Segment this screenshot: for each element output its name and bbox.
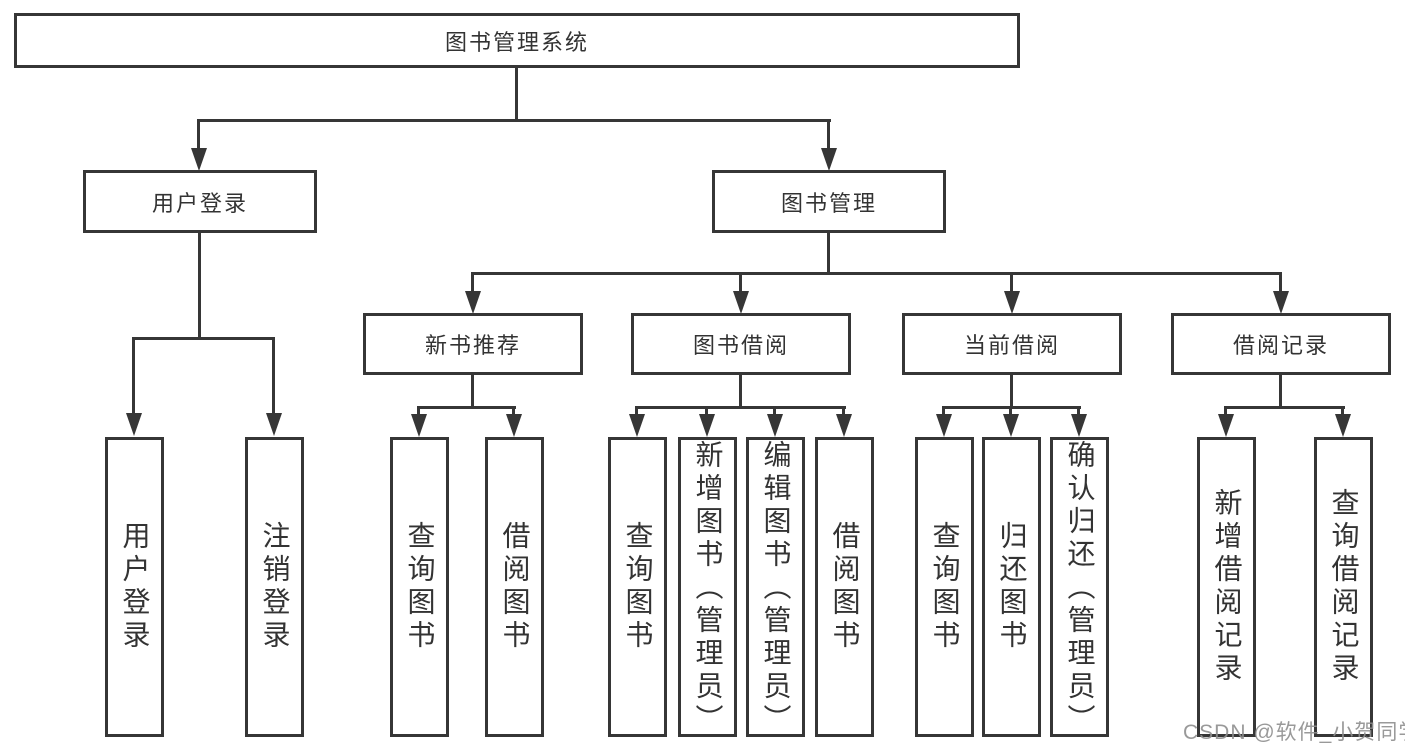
- connector-groupD-shaft-1: [1224, 406, 1227, 416]
- arrowhead-groupD-2: [1335, 414, 1351, 437]
- node-root: 图书管理系统: [14, 13, 1020, 68]
- connector-groupD-rail: [1224, 406, 1345, 409]
- connector-l1-rail: [198, 119, 831, 122]
- arrowhead-leaf-user-login: [126, 413, 142, 436]
- node-user-login: 用户登录: [83, 170, 317, 233]
- arrowhead-user-login: [191, 148, 207, 171]
- connector-user-stub: [198, 233, 201, 337]
- leaf-newbook-query-books-label: 查询图书: [404, 521, 436, 653]
- leaf-add-borrow-record: 新增借阅记录: [1197, 437, 1256, 737]
- leaf-confirm-return-admin-label: 确认归还（管理员）: [1064, 440, 1096, 737]
- connector-l3-shaft-4: [1279, 272, 1282, 291]
- leaf-borrow-query-books-label: 查询图书: [622, 521, 654, 653]
- csdn-watermark: CSDN @软件_小贺同学: [1183, 721, 1405, 744]
- connector-root-stub: [515, 68, 518, 119]
- connector-groupB-stub: [739, 375, 742, 406]
- leaf-borrow-books-label: 借阅图书: [829, 521, 861, 653]
- connector-user-right-shaft: [272, 337, 275, 413]
- leaf-logout: 注销登录: [245, 437, 304, 737]
- arrowhead-leaf-logout: [266, 413, 282, 436]
- arrowhead-book-management: [821, 148, 837, 171]
- arrowhead-borrow-record: [1273, 291, 1289, 314]
- connector-groupB-shaft-3: [773, 406, 776, 416]
- leaf-add-book-admin-label: 新增图书（管理员）: [692, 440, 724, 737]
- leaf-edit-book-admin: 编辑图书（管理员）: [746, 437, 805, 737]
- node-new-book-recommend-label: 新书推荐: [424, 333, 521, 358]
- leaf-add-book-admin: 新增图书（管理员）: [678, 437, 737, 737]
- connector-user-left-shaft: [132, 337, 135, 413]
- node-book-borrow: 图书借阅: [631, 313, 851, 375]
- arrowhead-groupA-2: [506, 414, 522, 437]
- connector-groupC-shaft-2: [1009, 406, 1012, 416]
- leaf-user-login: 用户登录: [105, 437, 164, 737]
- arrowhead-groupA-1: [411, 414, 427, 437]
- connector-l3-shaft-3: [1010, 272, 1013, 291]
- arrowhead-groupD-1: [1218, 414, 1234, 437]
- arrowhead-new-book: [465, 291, 481, 314]
- leaf-return-books: 归还图书: [982, 437, 1041, 737]
- arrowhead-groupC-3: [1071, 414, 1087, 437]
- connector-groupA-rail: [418, 406, 516, 409]
- node-current-borrow-label: 当前借阅: [963, 333, 1060, 358]
- leaf-add-borrow-record-label: 新增借阅记录: [1211, 488, 1243, 686]
- leaf-current-query-books-label: 查询图书: [929, 521, 961, 653]
- leaf-borrow-query-books: 查询图书: [608, 437, 667, 737]
- leaf-newbook-query-books: 查询图书: [390, 437, 449, 737]
- arrowhead-groupB-4: [836, 414, 852, 437]
- leaf-newbook-borrow-books-label: 借阅图书: [499, 521, 531, 653]
- connector-groupA-stub: [471, 375, 474, 406]
- leaf-return-books-label: 归还图书: [996, 521, 1028, 653]
- connector-l3-shaft-2: [739, 272, 742, 291]
- leaf-newbook-borrow-books: 借阅图书: [485, 437, 544, 737]
- leaf-borrow-books: 借阅图书: [815, 437, 874, 737]
- arrowhead-current-borrow: [1004, 291, 1020, 314]
- connector-groupC-shaft-3: [1077, 406, 1080, 416]
- leaf-current-query-books: 查询图书: [915, 437, 974, 737]
- arrowhead-book-borrow: [733, 291, 749, 314]
- node-root-label: 图书管理系统: [444, 29, 589, 55]
- connector-l3-rail: [471, 272, 1282, 275]
- node-book-management: 图书管理: [712, 170, 946, 233]
- node-book-management-label: 图书管理: [780, 190, 877, 216]
- leaf-query-borrow-record-label: 查询借阅记录: [1328, 488, 1360, 686]
- connector-mgmt-stub: [827, 233, 830, 272]
- leaf-confirm-return-admin: 确认归还（管理员）: [1050, 437, 1109, 737]
- leaf-logout-label: 注销登录: [259, 521, 291, 653]
- connector-groupD-shaft-2: [1341, 406, 1344, 416]
- node-borrow-record: 借阅记录: [1171, 313, 1391, 375]
- node-current-borrow: 当前借阅: [902, 313, 1122, 375]
- arrowhead-groupC-2: [1003, 414, 1019, 437]
- leaf-user-login-label: 用户登录: [119, 521, 151, 653]
- arrowhead-groupB-3: [767, 414, 783, 437]
- leaf-edit-book-admin-label: 编辑图书（管理员）: [760, 440, 792, 737]
- connector-groupC-shaft-1: [942, 406, 945, 416]
- connector-l1-left-shaft: [197, 119, 200, 148]
- connector-groupA-shaft-2: [512, 406, 515, 416]
- connector-groupB-rail: [635, 406, 846, 409]
- arrowhead-groupB-2: [699, 414, 715, 437]
- arrowhead-groupC-1: [936, 414, 952, 437]
- connector-groupB-shaft-1: [635, 406, 638, 416]
- connector-l1-right-shaft: [827, 119, 830, 148]
- connector-groupC-stub: [1010, 375, 1013, 406]
- connector-groupD-stub: [1279, 375, 1282, 406]
- connector-user-rail: [133, 337, 275, 340]
- connector-groupB-shaft-2: [705, 406, 708, 416]
- arrowhead-groupB-1: [629, 414, 645, 437]
- connector-groupB-shaft-4: [842, 406, 845, 416]
- node-book-borrow-label: 图书借阅: [692, 333, 789, 358]
- node-new-book-recommend: 新书推荐: [363, 313, 583, 375]
- leaf-query-borrow-record: 查询借阅记录: [1314, 437, 1373, 737]
- connector-groupA-shaft-1: [417, 406, 420, 416]
- connector-l3-shaft-1: [471, 272, 474, 291]
- node-borrow-record-label: 借阅记录: [1232, 333, 1329, 358]
- node-user-login-label: 用户登录: [151, 190, 248, 216]
